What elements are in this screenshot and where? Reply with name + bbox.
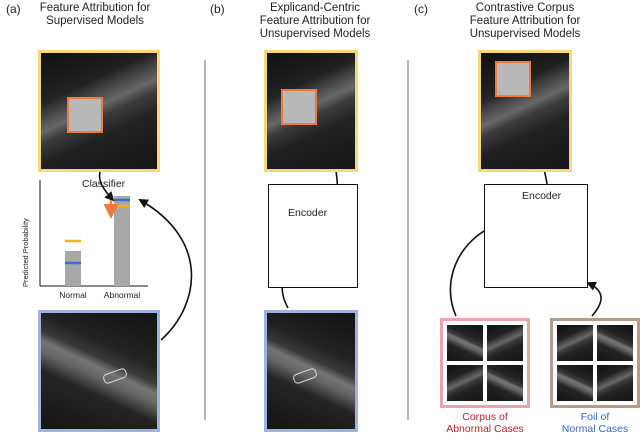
- panel-a-letter: (a): [6, 2, 21, 16]
- corpus-tile: [487, 365, 523, 401]
- foil-caption-line1: Foil of: [580, 411, 610, 423]
- corpus-caption-line2: Abnormal Cases: [446, 423, 524, 435]
- panel-c-title: Contrastive Corpus Feature Attribution f…: [450, 2, 600, 41]
- classifier-arrow: [98, 171, 115, 202]
- encoder-box-b: [268, 184, 358, 288]
- corpus-tile: [447, 365, 483, 401]
- classifier-label: Classifier: [82, 178, 126, 190]
- foil-tile: [557, 365, 593, 401]
- panel-c-title-line1: Contrastive Corpus: [475, 2, 575, 14]
- xray-image: [267, 53, 355, 169]
- explicand-image-a: [38, 50, 160, 172]
- bar-normal: [65, 251, 81, 286]
- corpus-tile: [447, 325, 483, 361]
- foil-image-a: [38, 310, 160, 432]
- bar-abnormal: [114, 196, 130, 286]
- attribution-patch: [495, 61, 531, 97]
- encoder-label-b: Encoder: [288, 207, 328, 219]
- corpus-arrow-c: [449, 224, 496, 317]
- foil-caption: Foil of Normal Cases: [550, 411, 640, 435]
- panel-a-title: Feature Attribution for Supervised Model…: [30, 2, 160, 28]
- explicand-image-c: [478, 50, 572, 172]
- explicand-image-b: [264, 50, 358, 172]
- panel-c-letter: (c): [414, 2, 428, 16]
- implant-marker: [292, 367, 318, 385]
- x-tick-normal: Normal: [59, 290, 87, 300]
- xray-image: [41, 313, 157, 429]
- xray-image: [41, 53, 157, 169]
- panel-b-title: Explicand-Centric Feature Attribution fo…: [240, 2, 390, 41]
- attribution-patch: [67, 97, 103, 133]
- panel-b-title-line3: Unsupervised Models: [259, 28, 371, 40]
- foil-arrow-c: [586, 281, 602, 317]
- xray-image: [267, 313, 355, 429]
- panel-a-title-line1: Feature Attribution for: [39, 2, 151, 14]
- panel-a-title-line2: Supervised Models: [46, 15, 144, 27]
- panel-b-title-line2: Feature Attribution for: [259, 15, 371, 27]
- y-axis-label: Predicted Probability: [21, 218, 30, 287]
- corpus-tiles: [440, 318, 530, 408]
- x-tick-abnormal: Abnormal: [104, 290, 140, 300]
- encoder-label-c: Encoder: [522, 190, 562, 202]
- foil-tile: [557, 325, 593, 361]
- corpus-tile: [487, 325, 523, 361]
- panel-c-title-line3: Unsupervised Models: [469, 28, 581, 40]
- attribution-patch: [281, 89, 317, 125]
- implant-marker: [102, 367, 128, 385]
- foil-tiles: [550, 318, 640, 408]
- foil-tile: [597, 365, 633, 401]
- panel-c-title-line2: Feature Attribution for: [469, 15, 581, 27]
- corpus-caption: Corpus of Abnormal Cases: [440, 411, 530, 435]
- xray-image: [481, 53, 569, 169]
- foil-caption-line2: Normal Cases: [561, 423, 629, 435]
- corpus-caption-line1: Corpus of: [462, 411, 508, 423]
- encoder-box-c: [484, 184, 588, 288]
- foil-tile: [597, 325, 633, 361]
- foil-arrow-a: [138, 199, 193, 341]
- foil-image-b: [264, 310, 358, 432]
- panel-b-title-line1: Explicand-Centric: [269, 2, 361, 14]
- panel-b-letter: (b): [210, 2, 225, 16]
